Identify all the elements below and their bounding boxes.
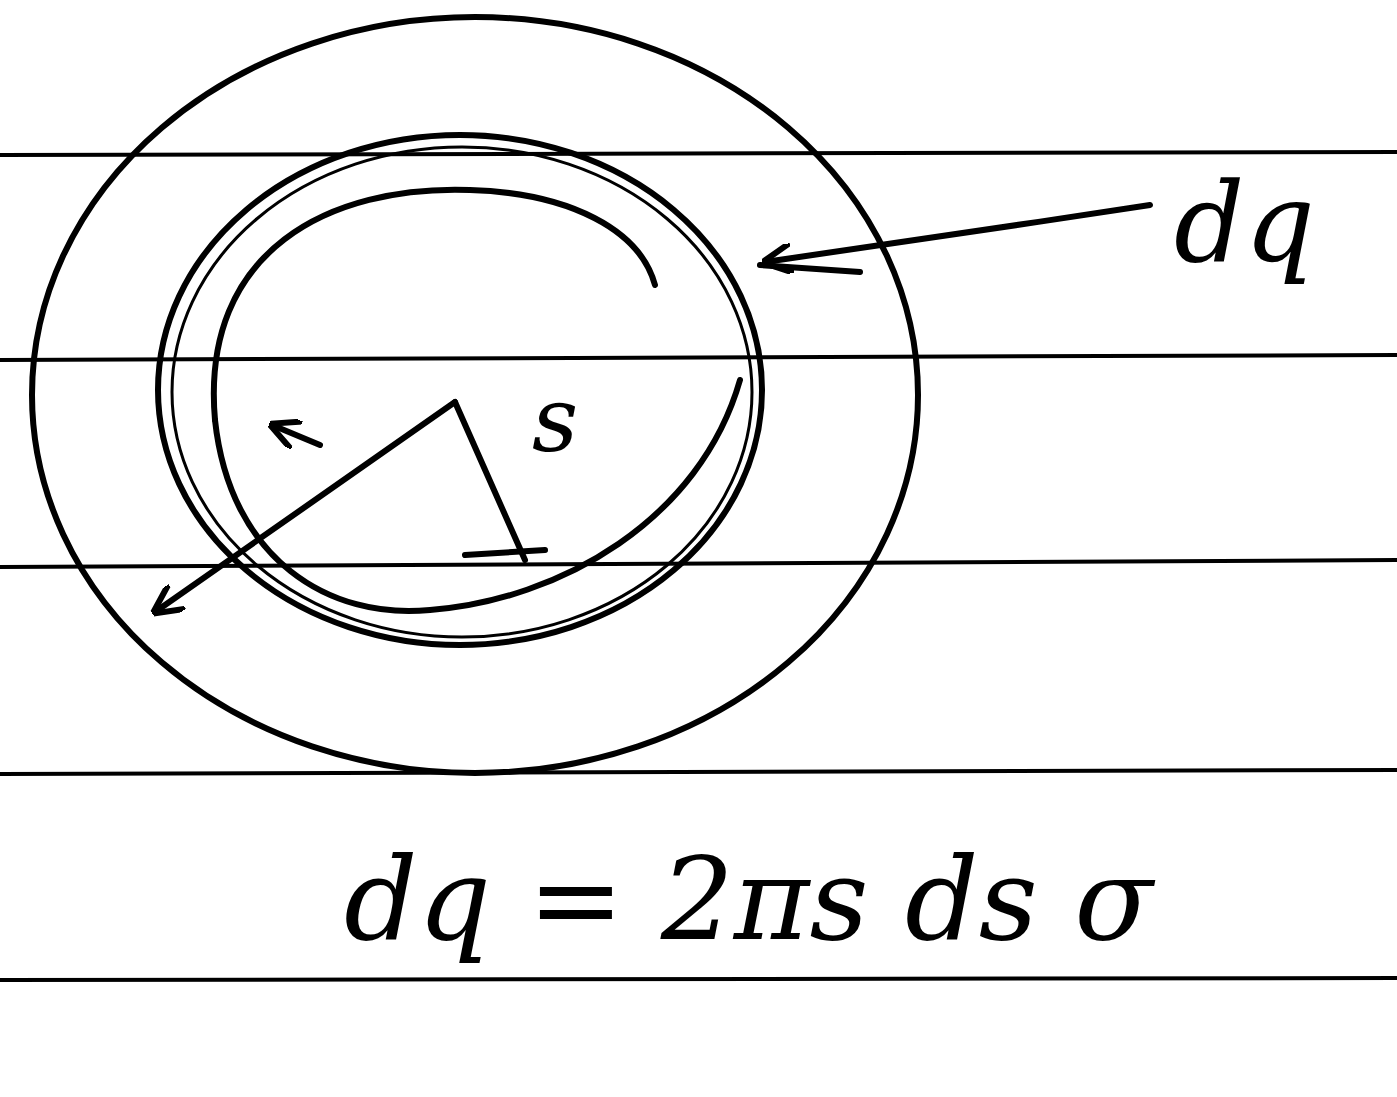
charge-label: dq bbox=[1170, 168, 1319, 278]
ring-inner-edge bbox=[215, 380, 740, 611]
leader-line bbox=[765, 205, 1150, 262]
ruled-lines bbox=[0, 152, 1397, 980]
ring-sketch bbox=[172, 147, 752, 637]
ring-inner-edge bbox=[214, 190, 655, 420]
equation: dq = 2πs ds σ bbox=[340, 842, 1157, 957]
radius-line bbox=[155, 402, 455, 612]
leader-line bbox=[760, 265, 860, 272]
ring-outer-edge bbox=[158, 135, 762, 645]
radius-line bbox=[455, 402, 525, 560]
radius-tick bbox=[465, 550, 545, 555]
radius-label: s bbox=[528, 375, 582, 465]
outer-disk bbox=[32, 17, 918, 773]
ds-arrow bbox=[272, 425, 320, 445]
